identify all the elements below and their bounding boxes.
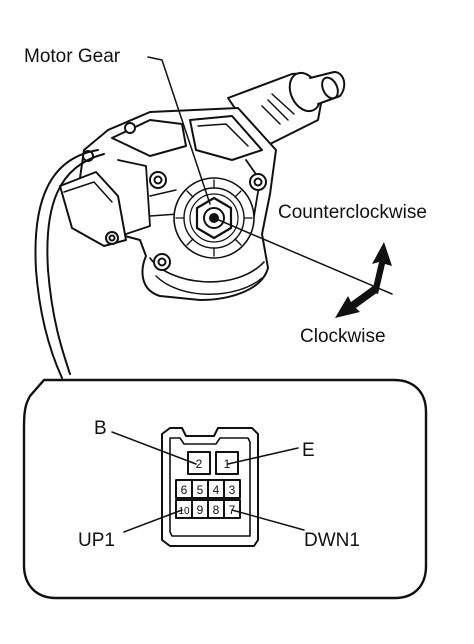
motor-gear-label: Motor Gear bbox=[24, 46, 121, 67]
e-leader bbox=[227, 447, 299, 465]
pin-8: 8 bbox=[213, 503, 220, 517]
mounting-bolt bbox=[82, 122, 267, 271]
b-leader bbox=[111, 431, 197, 465]
terminal-b-label: B bbox=[94, 418, 107, 439]
pin-3: 3 bbox=[229, 483, 236, 497]
terminal-up1-label: UP1 bbox=[78, 530, 115, 551]
pin-7: 7 bbox=[229, 503, 236, 517]
pin-9: 9 bbox=[197, 503, 204, 517]
gear-axis-line bbox=[213, 217, 393, 295]
pin-1: 1 bbox=[224, 457, 231, 471]
pin-5: 5 bbox=[197, 483, 204, 497]
pin-2: 2 bbox=[196, 457, 203, 471]
clockwise-arrow bbox=[335, 286, 378, 318]
wire-harness bbox=[34, 149, 105, 379]
terminal-dwn1-label: DWN1 bbox=[304, 530, 360, 551]
counterclockwise-label: Counterclockwise bbox=[278, 202, 427, 223]
up1-leader bbox=[123, 509, 183, 533]
connector bbox=[161, 427, 259, 547]
pin-6: 6 bbox=[181, 483, 188, 497]
motor-gear-leader bbox=[147, 56, 211, 205]
clockwise-label: Clockwise bbox=[300, 326, 386, 347]
counterclockwise-arrow bbox=[372, 242, 392, 294]
pin-4: 4 bbox=[213, 483, 220, 497]
dwn1-leader bbox=[231, 509, 305, 531]
terminal-e-label: E bbox=[302, 440, 315, 461]
pin-10: 10 bbox=[178, 506, 190, 517]
